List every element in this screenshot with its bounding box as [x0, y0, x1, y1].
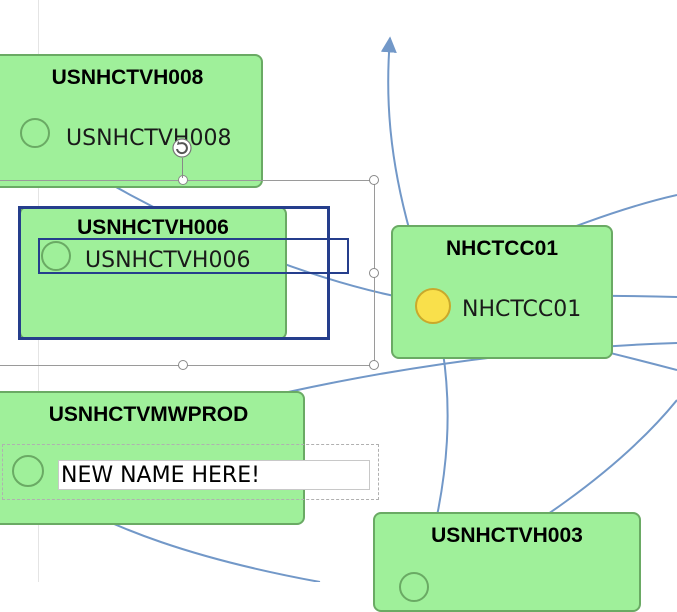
resize-handle-bottom-right[interactable]: [369, 360, 379, 370]
node-port[interactable]: [20, 118, 50, 148]
node-label: NHCTCC01: [462, 297, 582, 322]
resize-handle-bottom[interactable]: [178, 360, 188, 370]
node-label: USNHCTVH008: [66, 126, 232, 151]
node-title: USNHCTVMWPROD: [48, 403, 249, 426]
node-port[interactable]: [399, 572, 429, 602]
node-port[interactable]: [41, 241, 71, 271]
node-port-active[interactable]: [415, 288, 451, 324]
node-title: USNHCTVH008: [51, 66, 204, 89]
resize-handle-top[interactable]: [178, 175, 188, 185]
resize-handle-right[interactable]: [369, 268, 379, 278]
rename-input[interactable]: [58, 460, 370, 490]
label-edit-bounds: [2, 444, 379, 500]
label-selection-outline[interactable]: [38, 238, 349, 274]
node-title: USNHCTVH006: [77, 216, 229, 239]
node-label: USNHCTVH006: [85, 248, 251, 273]
rotate-handle-stem: [182, 158, 183, 178]
node-usnhctvh008[interactable]: USNHCTVH008 USNHCTVH008: [0, 54, 263, 188]
edge-cc01-to-top: [380, 36, 411, 233]
resize-handle-top-right[interactable]: [369, 175, 379, 185]
node-title: NHCTCC01: [445, 237, 558, 260]
rotate-icon[interactable]: [171, 137, 193, 159]
node-title: USNHCTVH003: [431, 524, 583, 547]
node-usnhctvmwprod[interactable]: USNHCTVMWPROD: [0, 391, 305, 525]
node-nhctcc01[interactable]: NHCTCC01 NHCTCC01: [391, 225, 613, 359]
node-usnhctvh003[interactable]: USNHCTVH003: [373, 512, 641, 612]
node-port[interactable]: [12, 455, 44, 487]
